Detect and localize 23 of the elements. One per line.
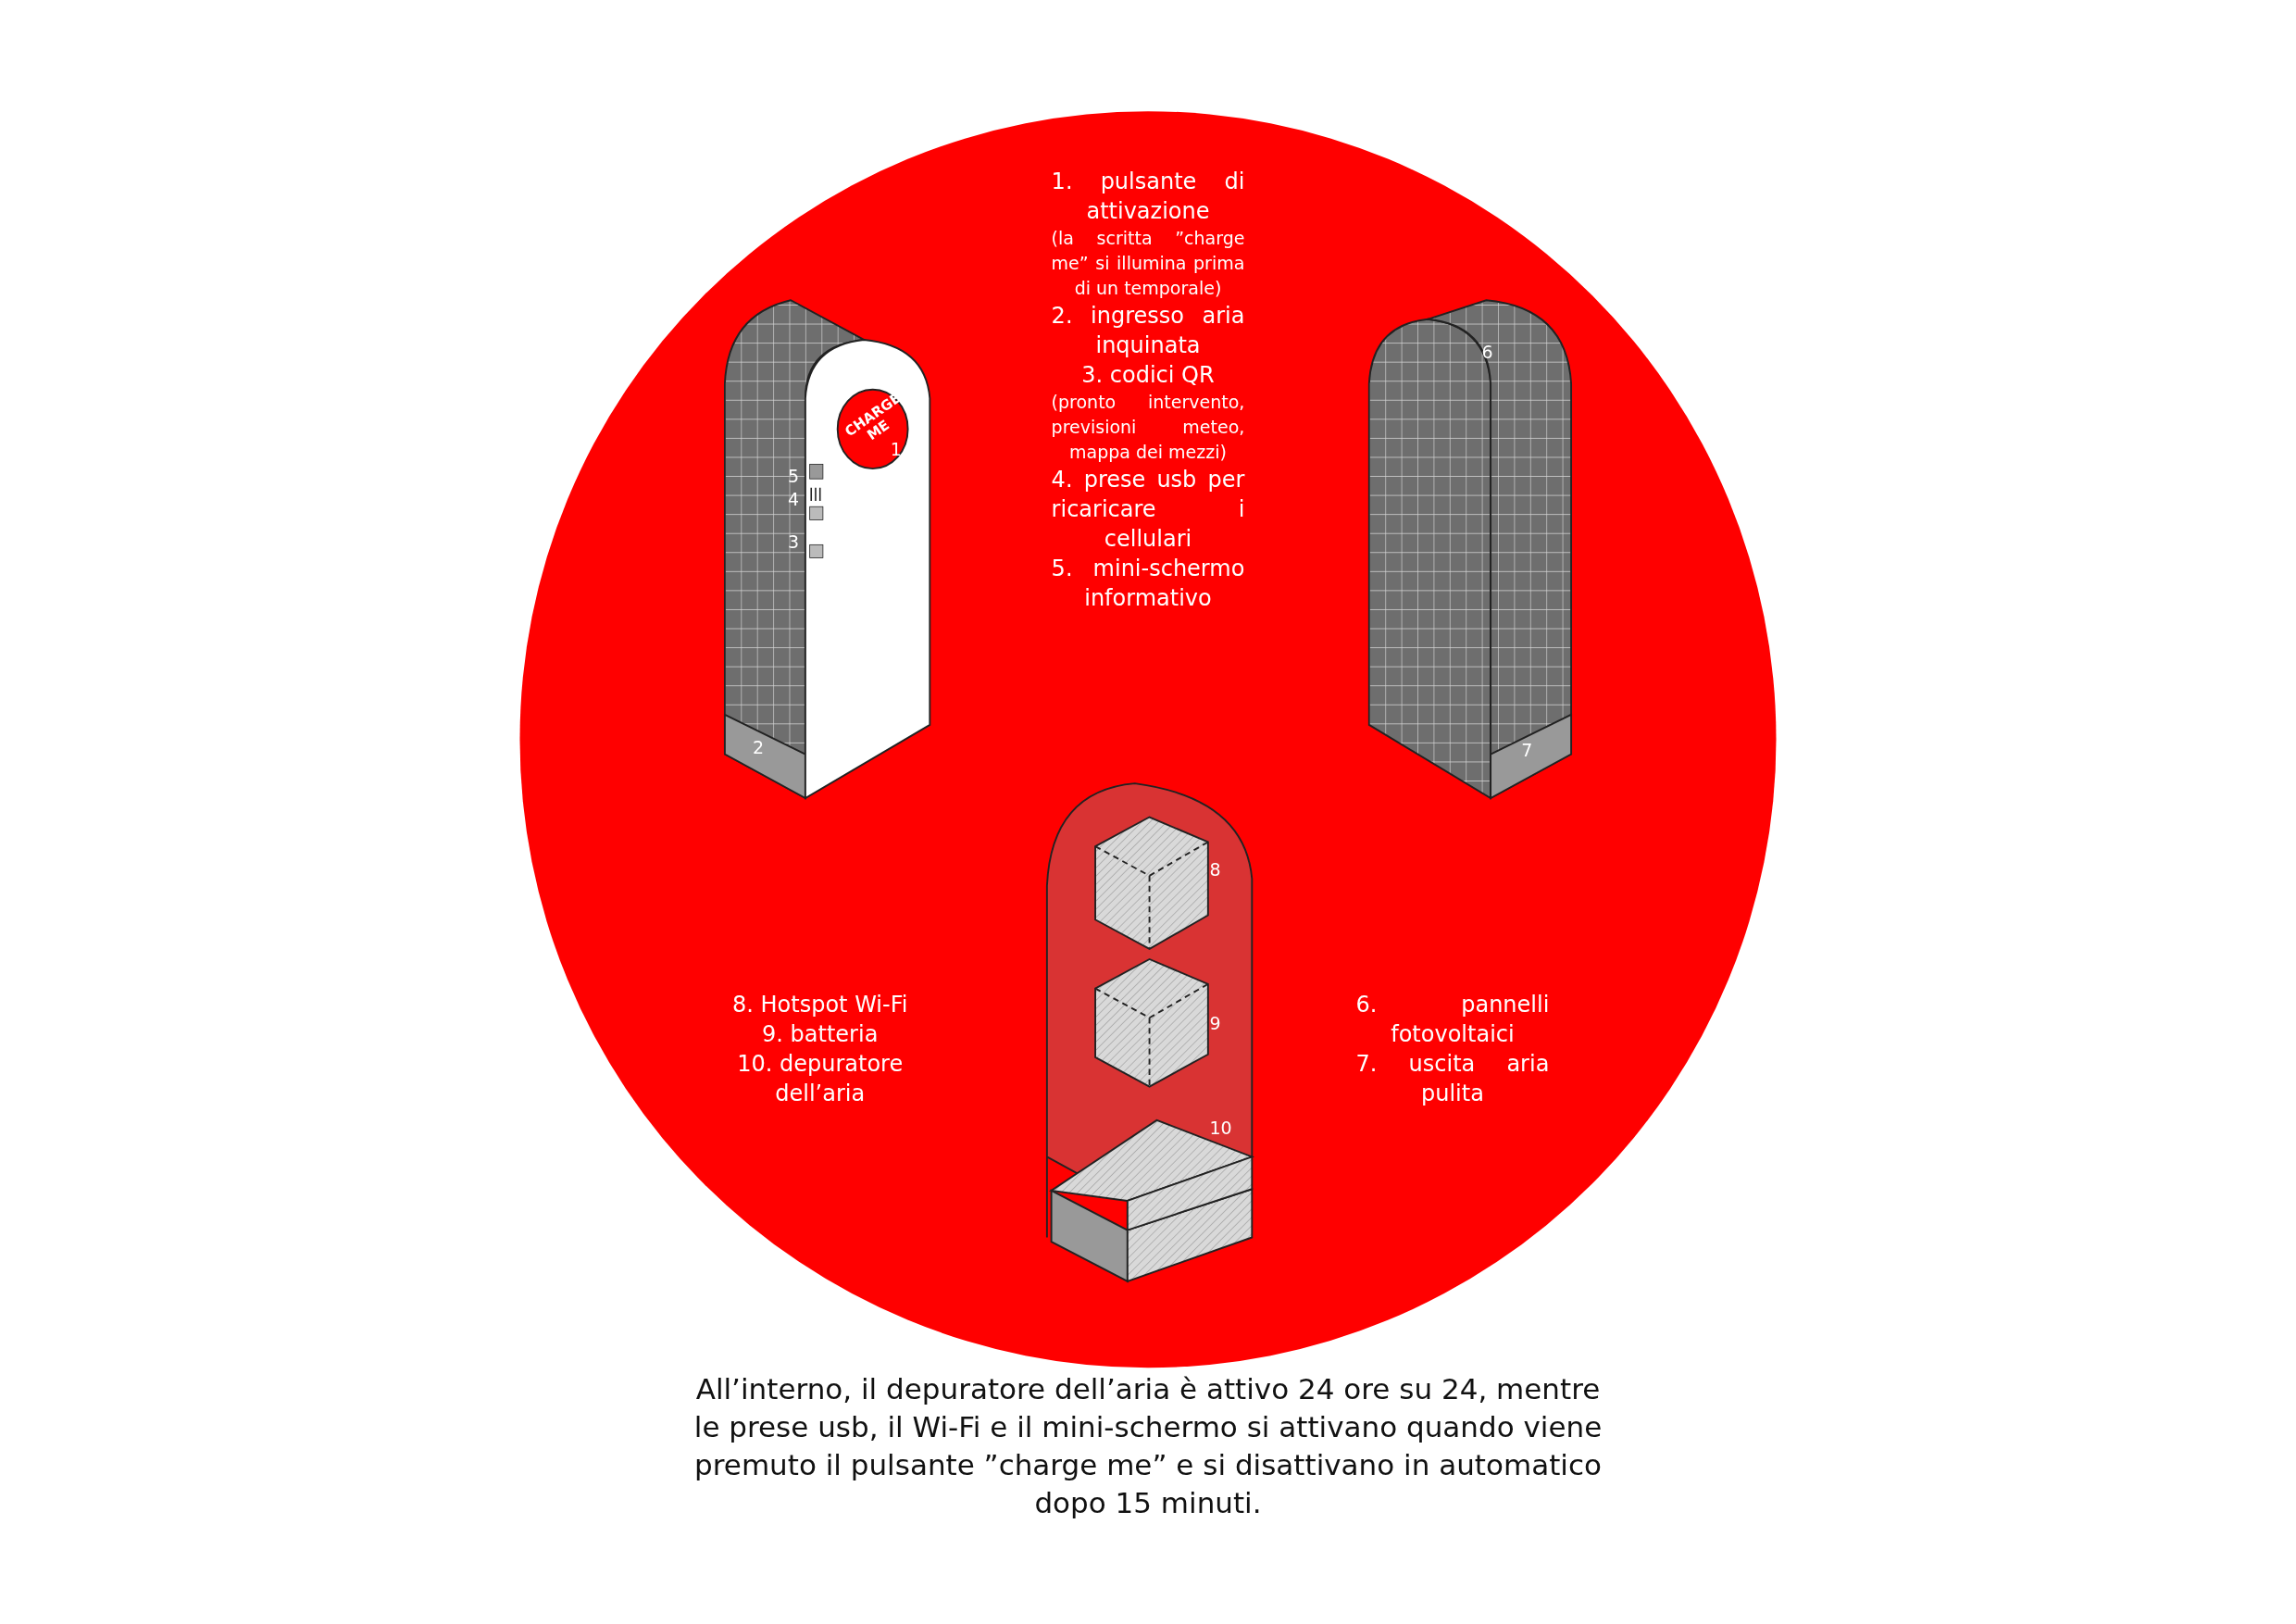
callout-number: 4 xyxy=(787,489,799,510)
callout-text: 9. batteria xyxy=(761,1020,880,1050)
callout-text: (la scritta ”charge me” si illumina prima di un temporale) xyxy=(1051,227,1245,301)
callout-number: 2 xyxy=(752,736,765,757)
callout-text: 7. uscita aria pulita xyxy=(1355,1050,1550,1109)
callout-text: 3. codici QR xyxy=(1080,361,1216,391)
callout-text: 2. ingresso aria inquinata xyxy=(1051,302,1245,361)
caption: All’interno, il depuratore dell’aria è attivo 24 ore su 24, mentre le prese usb, il Wi-Fi e il mini-schermo si attivano quando viene premuto il pulsante ”charge me” e si disattivano in automatico dopo 15 minuti. xyxy=(693,1371,1603,1521)
callout-number: 10 xyxy=(1209,1117,1232,1138)
callout-number: 7 xyxy=(1521,739,1533,760)
callout-text: 1. pulsante di attivazione xyxy=(1051,168,1245,227)
callout-text: 4. prese usb per ricaricare i cellulari xyxy=(1051,466,1245,555)
callout-text: 5. mini-schermo informativo xyxy=(1051,555,1245,614)
callout-number: 9 xyxy=(1209,1013,1221,1034)
callout-number: 5 xyxy=(787,465,799,486)
callout-number: 8 xyxy=(1209,859,1221,881)
callout-text: 10. depuratore dell’aria xyxy=(736,1050,905,1109)
callout-number: 1 xyxy=(890,439,902,460)
callout-number: 3 xyxy=(787,531,799,553)
callout-text: 6. pannelli fotovoltaici xyxy=(1355,991,1550,1050)
callout-text: (pronto intervento, previsioni meteo, mappa dei mezzi) xyxy=(1051,391,1245,465)
callout-number: 6 xyxy=(1481,341,1493,362)
callout-text: 8. Hotspot Wi-Fi xyxy=(731,991,909,1020)
